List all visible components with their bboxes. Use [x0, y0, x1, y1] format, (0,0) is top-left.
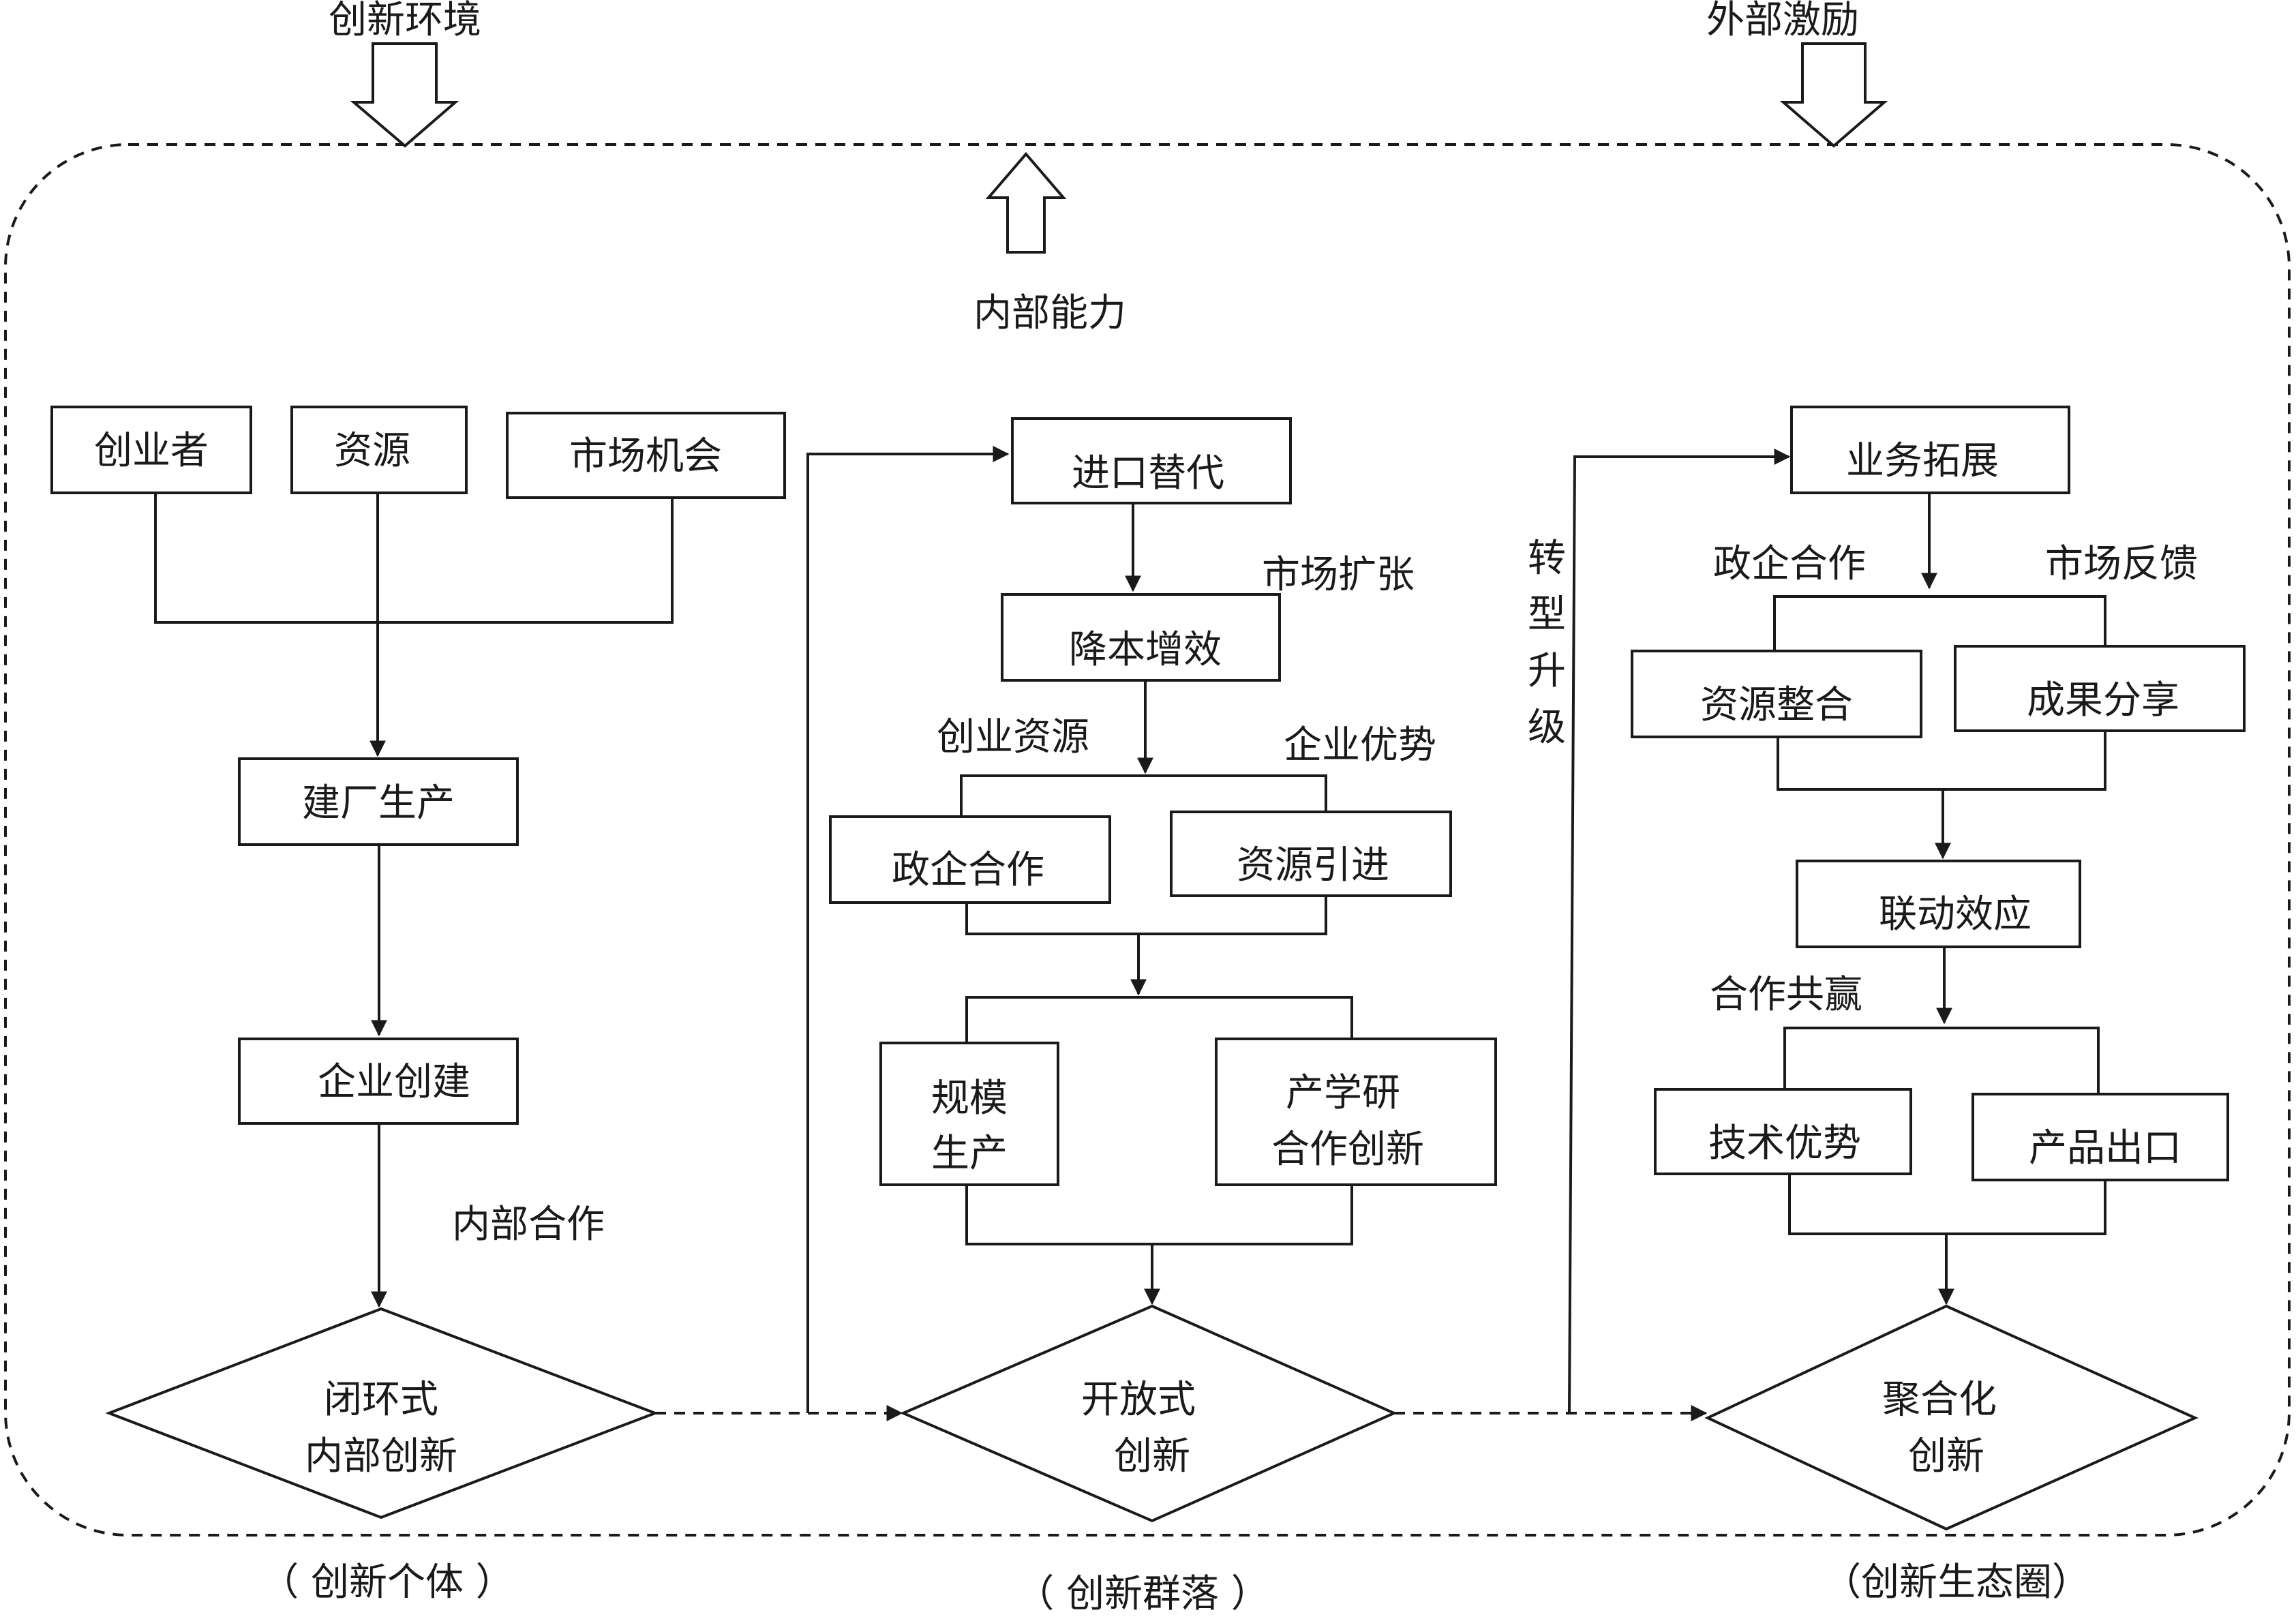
stage3-gov-coop-label: 政企合作 [1713, 542, 1866, 586]
factory-production-box [238, 757, 519, 846]
innovation-environment-arrow-icon [350, 42, 459, 148]
upgrade-path-2 [1568, 449, 1791, 1414]
resource-introduction-box [1170, 811, 1452, 897]
import-substitution-label: 进口替代 [1072, 451, 1224, 496]
aggregated-innovation-diamond [1704, 1304, 2199, 1531]
transition-char-3: 升 [1528, 649, 1566, 693]
stage3-merge-line-1 [1777, 731, 2106, 791]
stage3-split-line-2 [1783, 1027, 2100, 1094]
aggregated-innovation-line2: 创新 [1908, 1434, 1984, 1479]
resource-integration-label: 资源整合 [1700, 683, 1853, 727]
stage2-merge-line-1 [965, 896, 1327, 935]
result-sharing-label: 成果分享 [2027, 678, 2179, 723]
closed-innovation-line1: 闭环式 [324, 1378, 438, 1422]
innovation-environment-label: 创新环境 [329, 0, 481, 42]
closed-innovation-line2: 内部创新 [305, 1434, 457, 1479]
external-incentive-arrow-icon [1779, 42, 1888, 148]
enterprise-advantage-label: 企业优势 [1284, 723, 1436, 768]
result-sharing-box [1954, 645, 2246, 732]
scale-production-box [879, 1042, 1059, 1186]
business-expansion-box [1790, 406, 2070, 494]
open-innovation-diamond [899, 1304, 1398, 1523]
innovation-ecosystem-caption: （创新生态圈） [1823, 1560, 2090, 1605]
market-feedback-label: 市场反馈 [2045, 542, 2198, 586]
transition-char-2: 型 [1528, 592, 1566, 637]
stage2-split-line-1 [960, 774, 1327, 817]
stage1-merge-line [154, 493, 674, 624]
cost-efficiency-label: 降本增效 [1069, 628, 1222, 672]
linkage-effect-box [1796, 860, 2081, 948]
scale-production-line2: 生产 [931, 1132, 1008, 1176]
stage2-merge-line-2 [965, 1185, 1353, 1245]
stage3-merge-line-2 [1788, 1174, 2106, 1235]
enterprise-founding-box [238, 1038, 519, 1125]
resource-integration-box [1631, 650, 1922, 738]
aggregated-innovation-line1: 聚合化 [1882, 1378, 1997, 1422]
scale-production-line1: 规模 [931, 1076, 1008, 1121]
transition-char-4: 级 [1528, 706, 1566, 750]
internal-cooperation-label: 内部合作 [452, 1202, 605, 1247]
resource-introduction-label: 资源引进 [1237, 843, 1389, 888]
win-win-label: 合作共赢 [1710, 973, 1862, 1017]
resources-box [290, 406, 468, 494]
innovation-individual-caption: （ 创新个体 ） [260, 1560, 514, 1605]
tech-advantage-label: 技术优势 [1708, 1121, 1861, 1166]
linkage-effect-label: 联动效应 [1879, 892, 2031, 937]
innovation-community-caption: （ 创新群落 ） [1016, 1572, 1269, 1616]
cost-efficiency-box [1001, 593, 1281, 682]
upgrade-path-1 [806, 446, 1010, 1413]
open-innovation-line1: 开放式 [1081, 1378, 1196, 1422]
iur-line2: 合作创新 [1271, 1128, 1424, 1172]
open-innovation-line2: 创新 [1114, 1434, 1190, 1479]
stage2-split-line-2 [965, 996, 1353, 1043]
startup-resources-label: 创业资源 [937, 715, 1089, 759]
gov-enterprise-coop-label: 政企合作 [892, 848, 1044, 892]
resources-label: 资源 [334, 429, 410, 473]
product-export-label: 产品出口 [2029, 1126, 2181, 1170]
external-incentive-label: 外部激励 [1706, 0, 1859, 42]
market-opportunity-box [506, 412, 786, 499]
factory-production-label: 建厂生产 [302, 781, 455, 826]
enterprise-founding-label: 企业创建 [318, 1060, 470, 1104]
transition-char-1: 转 [1528, 536, 1566, 581]
import-substitution-box [1011, 417, 1292, 504]
gov-enterprise-coop-box [829, 815, 1111, 904]
market-expansion-label: 市场扩张 [1262, 553, 1415, 597]
business-expansion-label: 业务拓展 [1846, 439, 1999, 483]
market-opportunity-label: 市场机会 [569, 434, 722, 479]
stage3-split-line-1 [1773, 595, 2106, 651]
iur-cooperation-box [1215, 1038, 1497, 1186]
ecosystem-boundary [4, 143, 2291, 1537]
internal-capability-arrow-icon [985, 151, 1067, 254]
founder-label: 创业者 [94, 429, 209, 473]
internal-capability-label: 内部能力 [973, 291, 1126, 335]
tech-advantage-box [1654, 1088, 1912, 1175]
product-export-box [1972, 1093, 2229, 1181]
founder-box [50, 406, 252, 494]
iur-line1: 产学研 [1286, 1071, 1400, 1115]
closed-innovation-diamond [105, 1307, 659, 1519]
